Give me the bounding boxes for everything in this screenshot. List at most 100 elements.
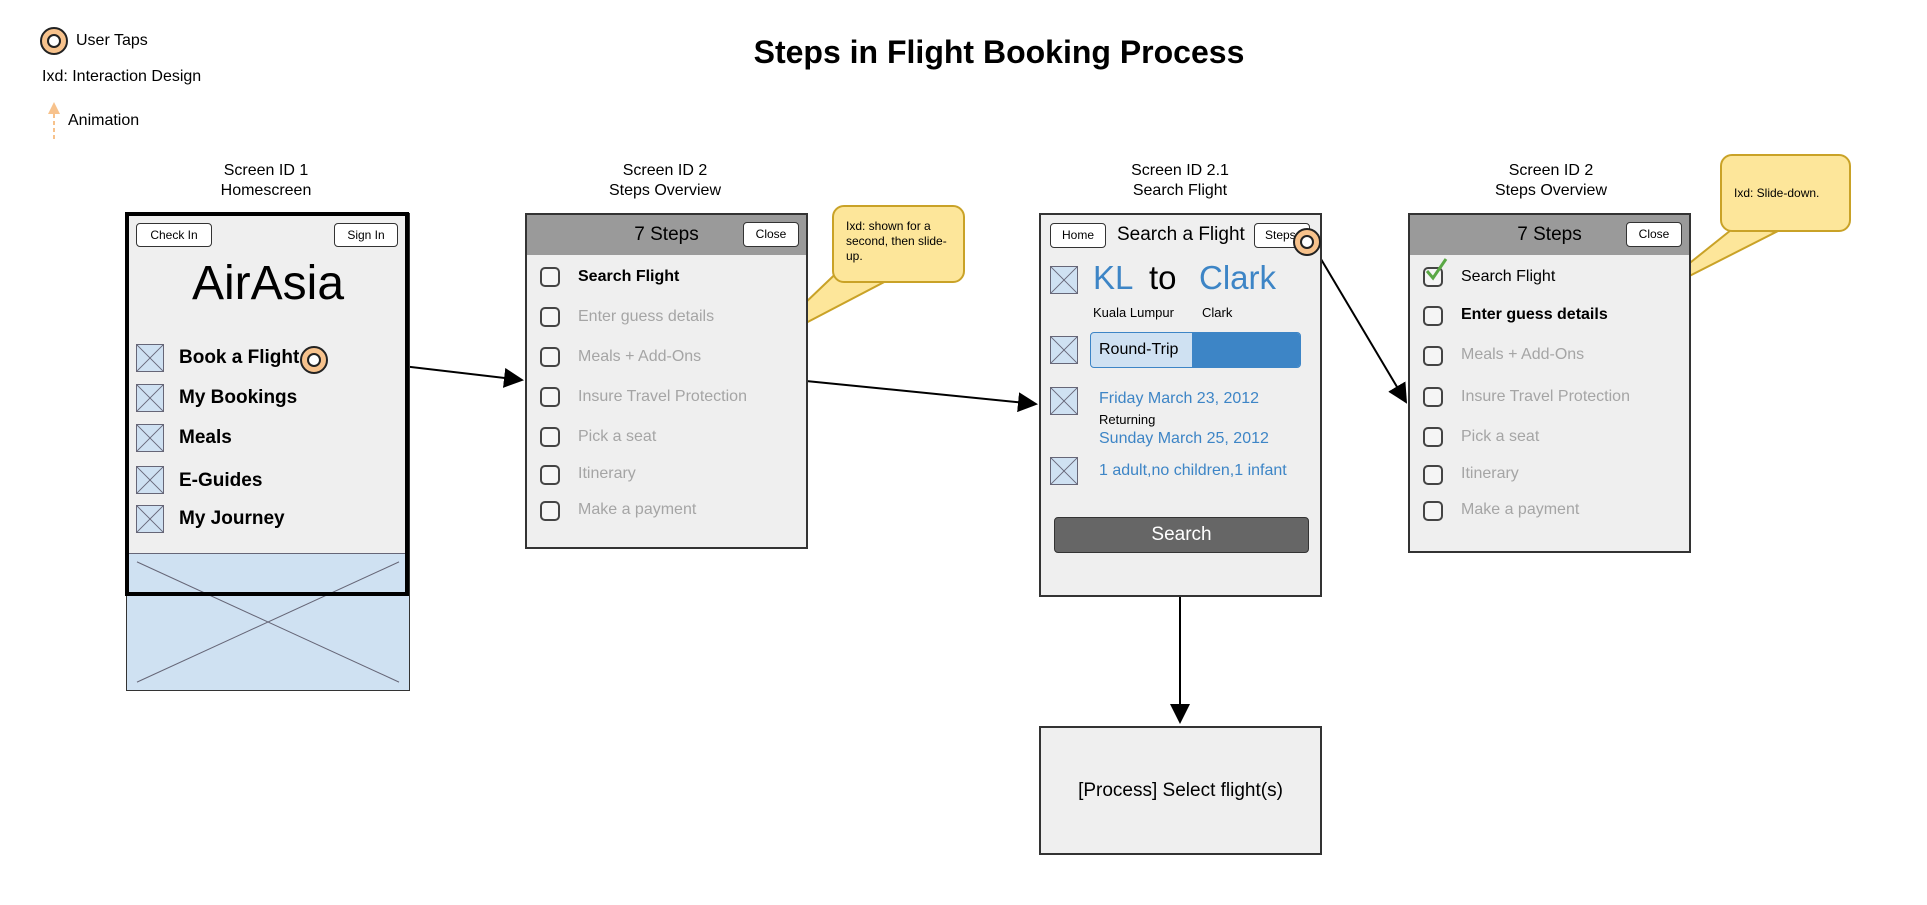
screen2-label: Screen ID 2 Steps Overview [515,161,815,201]
arrow-steps-to-search [805,380,1038,413]
passengers-infant[interactable]: 1 infant [1234,462,1287,479]
origin-code[interactable]: KL [1093,259,1134,296]
screen1-name: Homescreen [220,182,312,199]
step-checkbox[interactable] [1423,427,1443,447]
meals-icon [136,424,164,452]
menu-book-flight[interactable]: Book a Flight [179,347,300,368]
tap-steps-button [1293,228,1321,256]
screen2-id: Screen ID 2 [622,162,708,179]
route-to-word: to [1149,259,1177,296]
search-flight-title: Search a Flight [1117,224,1245,245]
step-checkbox[interactable] [1423,306,1443,326]
steps-overview-phone-2: 7 Steps Close Search Flight Enter guess … [1408,213,1691,553]
step-checkbox[interactable] [1423,501,1443,521]
steps-header-title: 7 Steps [634,224,699,245]
home-button[interactable]: Home [1050,223,1106,248]
step-insure-travel-2[interactable]: Insure Travel Protection [1461,388,1630,405]
homescreen-viewport-frame [125,212,409,596]
brand-logo: AirAsia [191,257,345,310]
steps-overview-phone: 7 Steps Close Search Flight Enter guess … [525,213,808,549]
legend-user-taps: User Taps [76,32,148,49]
step-itinerary-2[interactable]: Itinerary [1461,465,1519,482]
trip-type-toggle[interactable]: Round-Trip [1090,332,1301,368]
book-flight-icon [136,344,164,372]
passengers-summary[interactable]: 1 adult,no children,1 infant [1099,462,1287,479]
passengers-icon [1050,457,1078,485]
trip-type-icon [1050,336,1078,364]
passengers-children[interactable]: no children [1151,462,1230,479]
check-in-button[interactable]: Check In [136,223,212,247]
screen21-label: Screen ID 2.1 Search Flight [1030,161,1330,201]
menu-my-bookings[interactable]: My Bookings [179,387,298,408]
screen21-id: Screen ID 2.1 [1131,162,1229,179]
legend-ixd: Ixd: Interaction Design [42,68,202,85]
my-bookings-icon [136,384,164,412]
screen2b-name: Steps Overview [1494,182,1608,199]
steps-header: 7 Steps Close [527,215,806,255]
return-date[interactable]: Sunday March 25, 2012 [1099,430,1269,447]
step-checkbox[interactable] [1423,465,1443,485]
step-enter-guess-details[interactable]: Enter guess details [578,308,715,325]
e-guides-icon [136,466,164,494]
close-button[interactable]: Close [743,222,799,247]
ixd-callout-slide-down: Ixd: Slide-down. [1720,154,1851,232]
sign-in-button[interactable]: Sign In [334,223,398,247]
returning-label: Returning [1099,412,1156,427]
my-journey-icon [136,505,164,533]
step-insure-travel[interactable]: Insure Travel Protection [578,388,747,405]
screen2b-id: Screen ID 2 [1508,162,1594,179]
step-checkbox[interactable] [1423,387,1443,407]
step-pick-seat-2[interactable]: Pick a seat [1461,428,1540,445]
route-icon [1050,266,1078,294]
destination-name: Clark [1202,305,1233,320]
step-enter-guess-details-active[interactable]: Enter guess details [1461,306,1608,323]
step-search-flight[interactable]: Search Flight [578,268,680,285]
steps-header-2: 7 Steps Close [1410,215,1689,255]
menu-e-guides[interactable]: E-Guides [179,470,263,491]
step-checkbox[interactable] [540,501,560,521]
screen1-label: Screen ID 1 Homescreen [116,161,416,201]
close-button-2[interactable]: Close [1626,222,1682,247]
screen21-name: Search Flight [1132,182,1228,199]
steps-header-title-2: 7 Steps [1517,224,1582,245]
arrow-search-to-steps2 [1311,243,1408,404]
trip-type-oneway-segment[interactable] [1192,333,1300,367]
step-meals-addons-2[interactable]: Meals + Add-Ons [1461,346,1585,363]
destination-code[interactable]: Clark [1199,259,1277,296]
step-search-flight-done[interactable]: Search Flight [1461,268,1556,285]
step-checkbox[interactable] [540,307,560,327]
banner-image-placeholder [127,553,409,690]
step-checkbox[interactable] [1423,346,1443,366]
step-pick-seat[interactable]: Pick a seat [578,428,657,445]
step-make-payment[interactable]: Make a payment [578,501,697,518]
page-title: Steps in Flight Booking Process [753,34,1245,70]
trip-type-round[interactable]: Round-Trip [1099,341,1179,358]
ixd-callout-slide-up: Ixd: shown for a second, then slide-up. [832,205,965,283]
step-itinerary[interactable]: Itinerary [578,465,636,482]
step-make-payment-2[interactable]: Make a payment [1461,501,1580,518]
search-button[interactable]: Search [1054,517,1309,553]
legend-animation: Animation [68,112,140,129]
menu-my-journey[interactable]: My Journey [179,508,285,529]
user-tap-legend-icon [40,27,68,55]
screen1-id: Screen ID 1 [223,162,309,179]
checkmark-icon [1425,258,1448,281]
menu-meals[interactable]: Meals [179,427,232,448]
date-icon [1050,387,1078,415]
step-checkbox[interactable] [540,465,560,485]
step-checkbox[interactable] [540,347,560,367]
step-meals-addons[interactable]: Meals + Add-Ons [578,348,702,365]
screen2-name: Steps Overview [608,182,722,199]
search-flight-phone: Home Search a Flight Steps KL to Clark K… [1039,213,1322,597]
screen2b-label: Screen ID 2 Steps Overview [1401,161,1701,201]
homescreen-phone: Check In Sign In AirAsia Book a Flight M… [126,213,410,691]
animation-arrow-icon [48,102,60,142]
tap-book-flight [300,346,328,374]
process-select-flights: [Process] Select flight(s) [1039,726,1322,855]
step-checkbox[interactable] [540,387,560,407]
step-checkbox[interactable] [540,427,560,447]
step-checkbox[interactable] [540,267,560,287]
depart-date[interactable]: Friday March 23, 2012 [1099,390,1260,407]
passengers-adult[interactable]: 1 adult [1099,462,1148,479]
origin-name: Kuala Lumpur [1093,305,1174,320]
